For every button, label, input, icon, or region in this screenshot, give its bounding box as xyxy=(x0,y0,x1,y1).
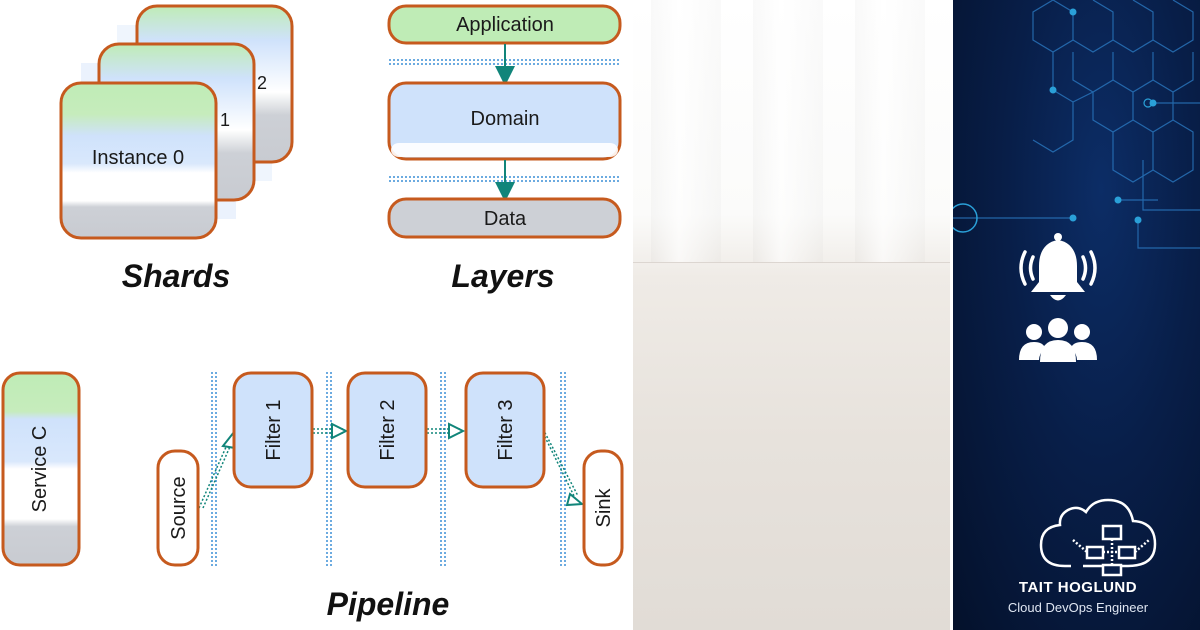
service-c-label: Service C xyxy=(29,426,51,513)
cloud-network-icon xyxy=(1039,498,1157,577)
layer-data xyxy=(387,197,622,239)
pipeline-arrowheads xyxy=(221,422,585,507)
circuit-pattern xyxy=(953,0,1200,577)
filter-3-box xyxy=(464,371,546,489)
layer-domain xyxy=(387,81,622,161)
pipeline-diagram: Service C Source Filter 1 Filter 2 xyxy=(1,371,624,622)
shard-label-2: 2 xyxy=(257,73,267,93)
filter-2-box xyxy=(346,371,428,489)
shards-title: Shards xyxy=(122,258,230,294)
layer-application xyxy=(387,4,622,45)
pipeline-title: Pipeline xyxy=(327,586,450,622)
background-photo xyxy=(633,0,950,630)
bell-icon xyxy=(1019,233,1097,301)
filter-2-label: Filter 2 xyxy=(377,399,399,460)
shard-label-1: 1 xyxy=(220,110,230,130)
filter-3-label: Filter 3 xyxy=(495,399,517,460)
source-label: Source xyxy=(168,476,190,539)
brand-name: TAIT HOGLUND xyxy=(1018,579,1138,596)
filter-1-box xyxy=(232,371,314,489)
people-icon xyxy=(1019,318,1097,362)
layers-title: Layers xyxy=(451,258,554,294)
layers-diagram: Application Domain Data Layers xyxy=(387,4,622,294)
shards-diagram: Instance 0 1 2 Shards xyxy=(59,4,294,294)
sink-box xyxy=(582,449,624,567)
shard-label-0: Instance 0 xyxy=(92,147,184,169)
layer-application-label: Application xyxy=(456,14,554,36)
brand-role: Cloud DevOps Engineer xyxy=(1007,600,1149,615)
layer-data-label: Data xyxy=(484,208,527,230)
service-c-box xyxy=(1,371,81,567)
layer-domain-label: Domain xyxy=(471,108,540,130)
source-box xyxy=(156,449,200,567)
sink-label: Sink xyxy=(593,488,615,528)
filter-1-label: Filter 1 xyxy=(263,399,285,460)
brand-card: TAIT HOGLUND Cloud DevOps Engineer xyxy=(950,0,1200,630)
shard-card-0 xyxy=(59,81,218,240)
